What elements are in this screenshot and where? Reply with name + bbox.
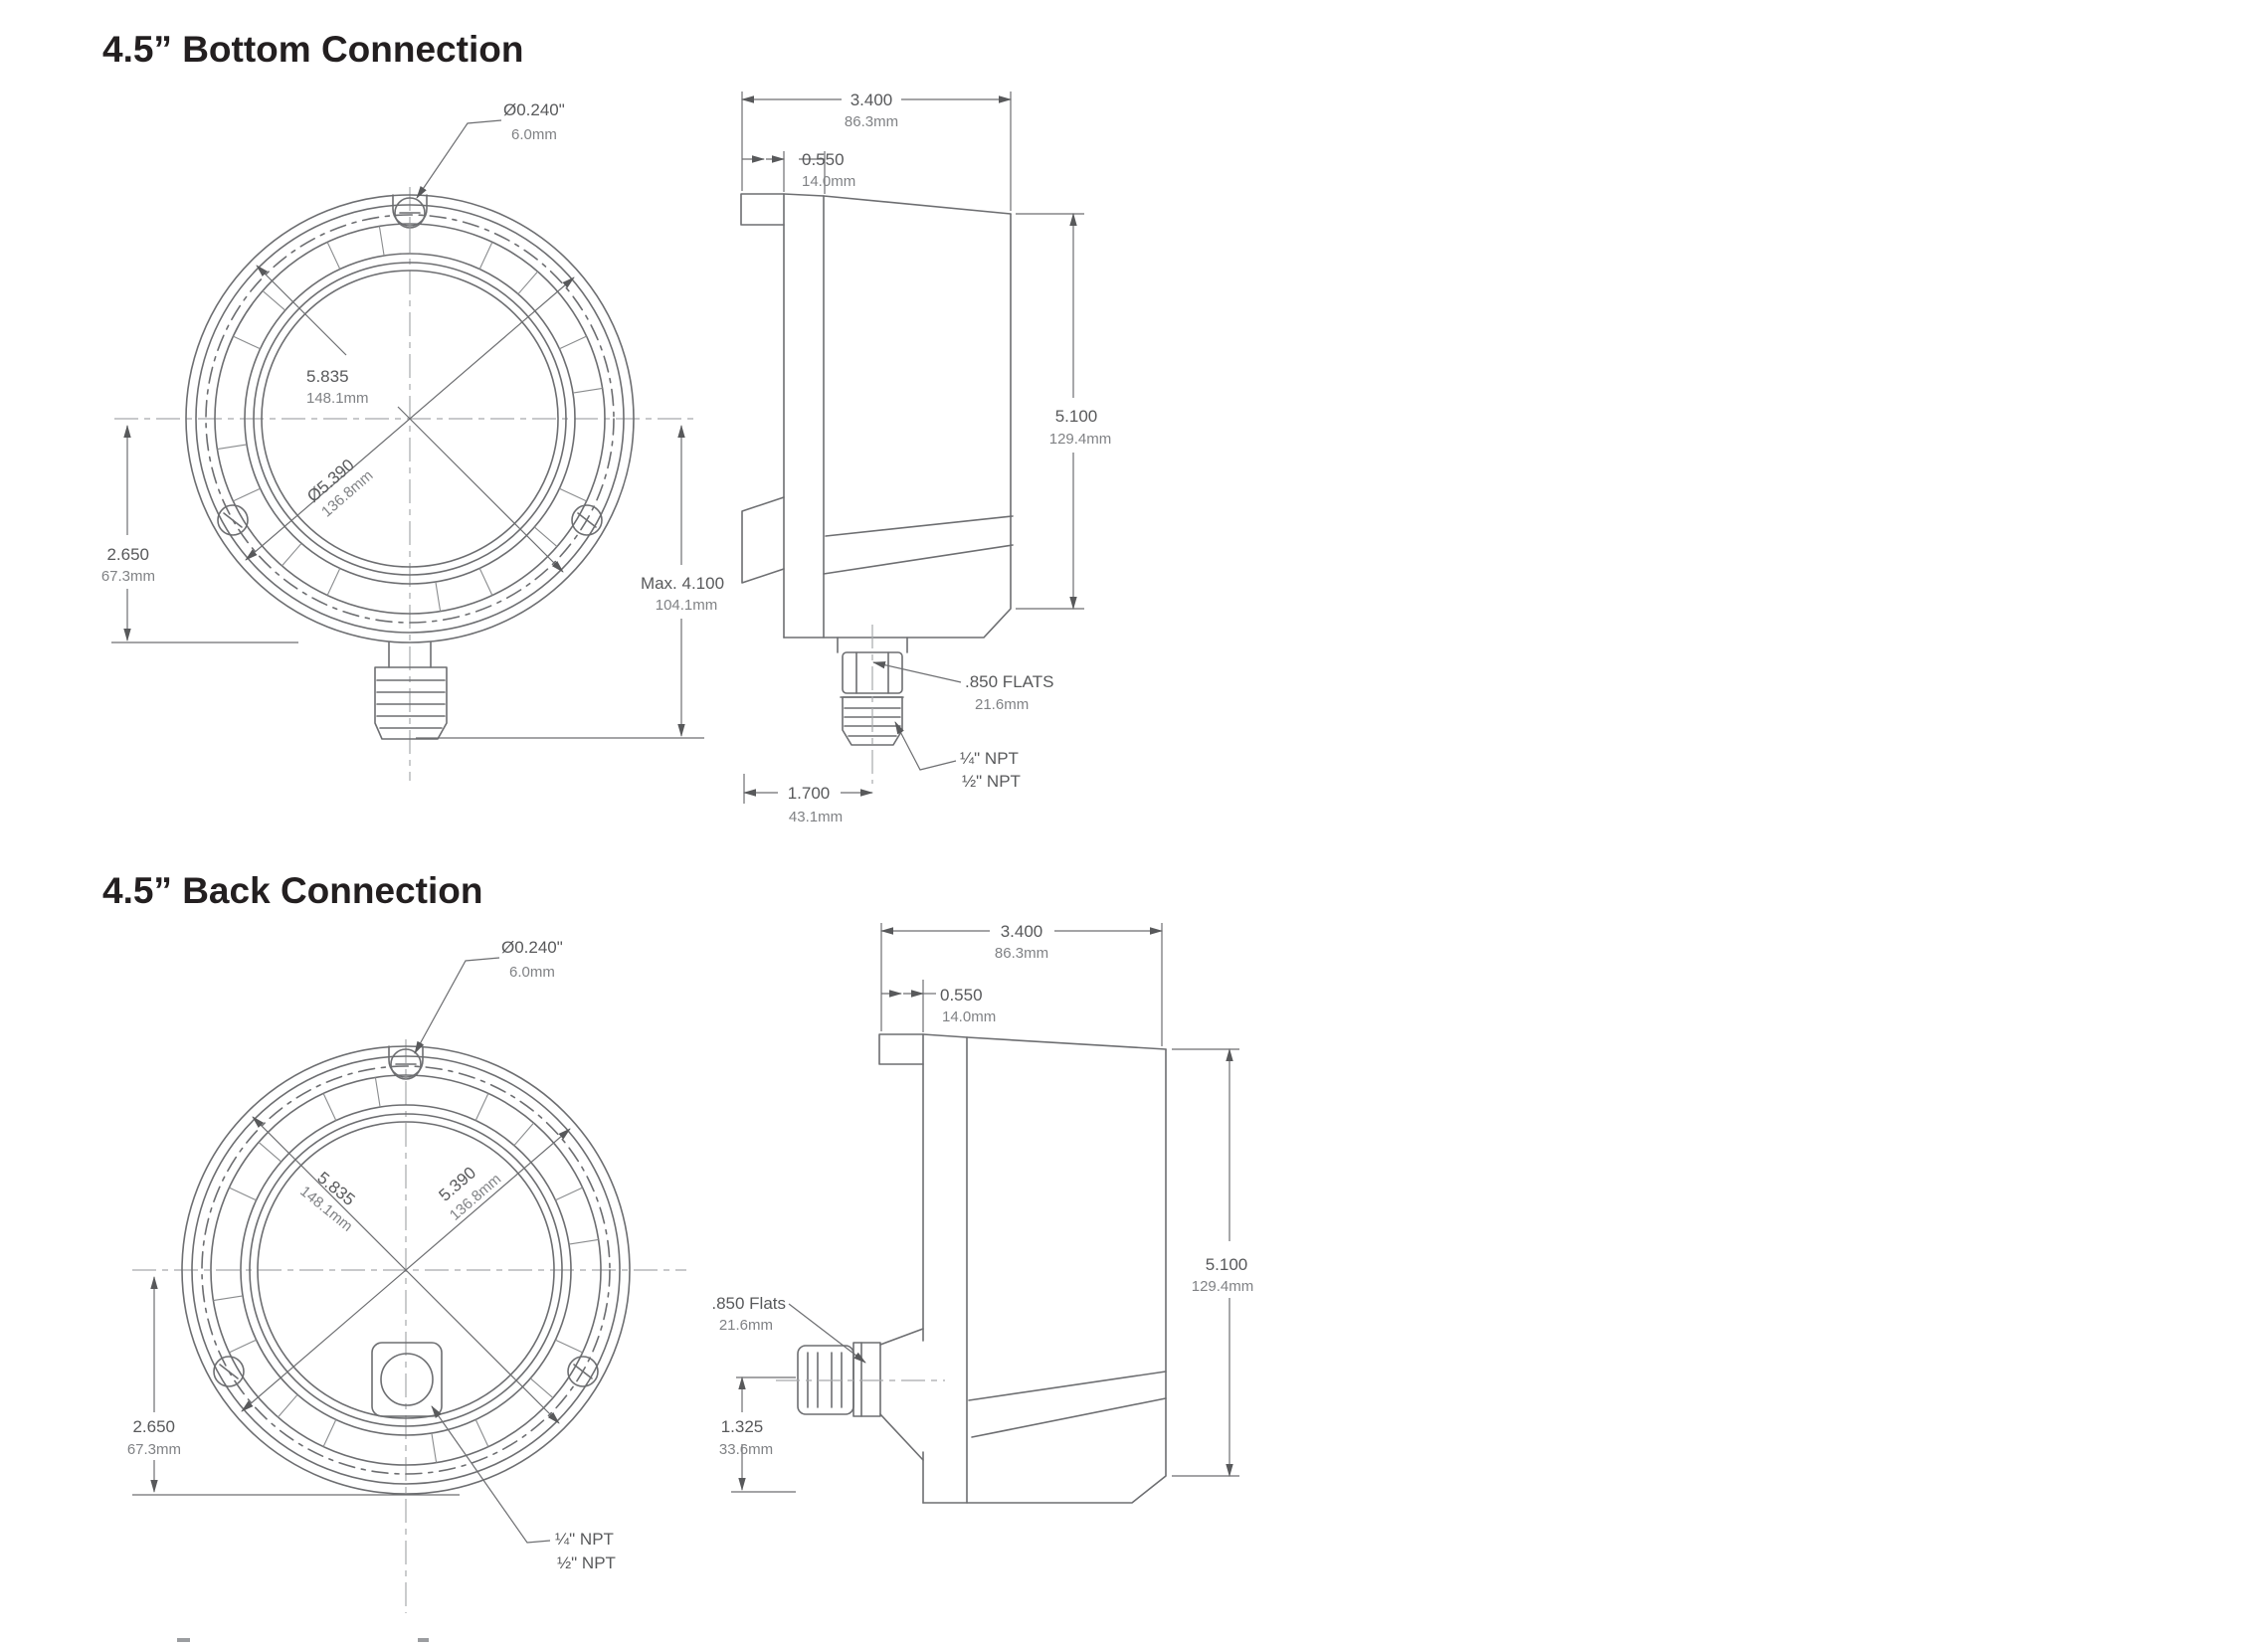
- dim-label: .850 FLATS: [965, 672, 1053, 691]
- dim-label-mm: 21.6mm: [719, 1317, 773, 1334]
- dim-label-mm: 86.3mm: [995, 945, 1048, 962]
- section-title: 4.5” Bottom Connection: [102, 29, 523, 70]
- cutoff-text-fragment: [177, 1638, 190, 1642]
- dim-bezel-depth: 0.550 14.0mm: [881, 980, 996, 1032]
- dim-label-mm: 148.1mm: [306, 390, 369, 407]
- npt-line2: ½" NPT: [557, 1554, 616, 1572]
- cutoff-text-fragment: [418, 1638, 429, 1642]
- back-stem-side: [797, 1328, 924, 1461]
- dim-label: .850 Flats: [711, 1294, 786, 1313]
- dim-label-mm: 6.0mm: [509, 964, 555, 981]
- dim-label: 0.550: [940, 986, 983, 1005]
- back-connection-port: [371, 1342, 443, 1417]
- case-profile: [740, 193, 1014, 639]
- dim-label: 5.835: [306, 367, 349, 386]
- dim-label: Ø0.240": [503, 100, 565, 119]
- npt-line1: ¼" NPT: [555, 1530, 614, 1549]
- dim-label: 2.650: [132, 1417, 175, 1436]
- dim-height: 5.100 129.4mm: [1172, 1048, 1254, 1477]
- dim-center-to-bottom: 2.650 67.3mm: [101, 425, 298, 643]
- bottom-side-view: 3.400 86.3mm 0.550 14.0mm 5.100 129: [740, 91, 1112, 825]
- dim-height: 5.100 129.4mm: [1016, 213, 1112, 610]
- dim-center-to-bottom: 2.650 67.3mm: [127, 1276, 460, 1496]
- dim-label-mm: 6.0mm: [511, 126, 557, 143]
- dim-label: 5.100: [1055, 407, 1098, 426]
- dim-depth: 3.400 86.3mm: [741, 91, 1012, 211]
- dim-label-mm: 21.6mm: [975, 696, 1029, 713]
- callout-npt: ¼" NPT ½" NPT: [431, 1405, 616, 1572]
- dim-label-mm: 86.3mm: [845, 113, 898, 130]
- back-side-view: 3.400 86.3mm 0.550 14.0mm 5.100 129.4mm: [711, 922, 1254, 1504]
- section-title: 4.5” Back Connection: [102, 870, 482, 911]
- callout-npt: ¼" NPT ½" NPT: [894, 721, 1021, 791]
- dim-label-mm: 104.1mm: [656, 597, 718, 614]
- dim-depth: 3.400 86.3mm: [880, 922, 1163, 1046]
- dim-wrench-flats: .850 FLATS 21.6mm: [872, 661, 1053, 713]
- back-front-view: Ø0.240" 6.0mm 5.835 148.1mm 5.390 136.8m…: [127, 938, 686, 1613]
- dim-label: 5.100: [1206, 1255, 1248, 1274]
- npt-line1: ¼" NPT: [960, 749, 1019, 768]
- dim-label: Max. 4.100: [641, 574, 724, 593]
- dim-label: 1.700: [788, 784, 831, 803]
- dim-label-mm: 67.3mm: [127, 1441, 181, 1458]
- dim-label: 0.550: [802, 150, 845, 169]
- dim-label: 3.400: [1001, 922, 1043, 941]
- dim-center-to-stem: 1.700 43.1mm: [743, 774, 873, 825]
- dim-label-mm: 129.4mm: [1049, 431, 1112, 448]
- dim-bezel-depth: 0.550 14.0mm: [742, 150, 855, 194]
- dim-label: 3.400: [850, 91, 893, 109]
- dim-label-mm: 129.4mm: [1192, 1278, 1254, 1295]
- dim-label: Ø0.240": [501, 938, 563, 957]
- dim-screw-hole: Ø0.240" 6.0mm: [416, 100, 565, 199]
- npt-line2: ½" NPT: [962, 772, 1021, 791]
- case-profile: [878, 1033, 1167, 1504]
- dim-label-mm: 43.1mm: [789, 809, 843, 825]
- dim-label-mm: 14.0mm: [802, 173, 855, 190]
- bottom-stem: [374, 641, 448, 740]
- bottom-front-view: Ø0.240" 6.0mm 5.835 148.1mm Ø5.390 136.8…: [101, 100, 724, 781]
- dim-label-mm: 14.0mm: [942, 1008, 996, 1025]
- section-back-connection: 4.5” Back Connection Ø0.240" 6.0mm 5.8: [102, 870, 1253, 1613]
- dim-max-height: Max. 4.100 104.1mm: [416, 425, 724, 739]
- dim-label-mm: 33.6mm: [719, 1441, 773, 1458]
- dim-label-mm: 67.3mm: [101, 568, 155, 585]
- dim-screw-hole: Ø0.240" 6.0mm: [414, 938, 563, 1054]
- dim-stem-center-height: 1.325 33.6mm: [719, 1376, 796, 1493]
- dim-wrench-flats: .850 Flats 21.6mm: [711, 1294, 866, 1364]
- section-bottom-connection: 4.5” Bottom Connection Ø0.240" 6.0: [101, 29, 1111, 825]
- dim-label: 2.650: [106, 545, 149, 564]
- dim-label: 1.325: [721, 1417, 764, 1436]
